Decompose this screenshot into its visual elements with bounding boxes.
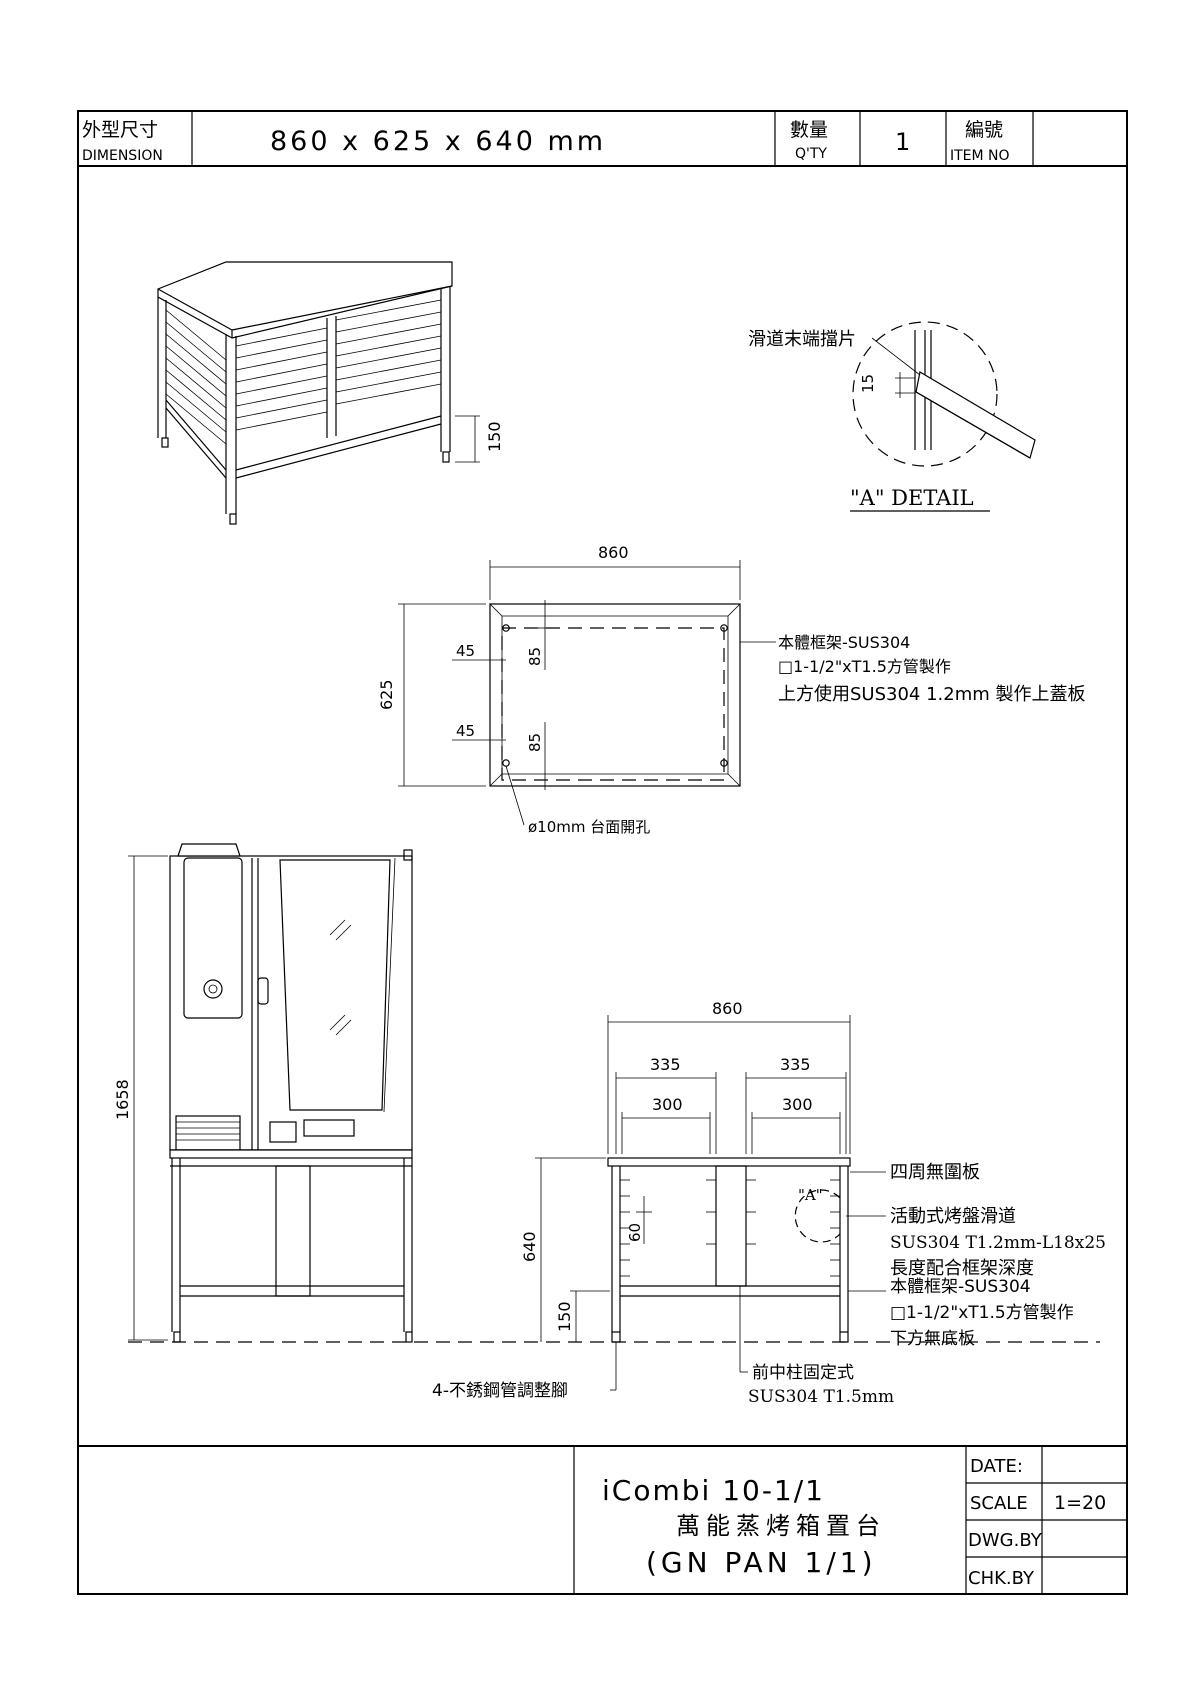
front-view: 860 335 335 300 300 640 150 60 "A" bbox=[432, 999, 1106, 1407]
top-frame-note-2: □1-1/2"xT1.5方管製作 bbox=[778, 657, 951, 676]
front-inner-right: 300 bbox=[782, 1095, 813, 1114]
stopper-label: 滑道末端擋片 bbox=[748, 329, 856, 350]
top-frame-note-1: 本體框架-SUS304 bbox=[778, 633, 910, 652]
side-slides bbox=[165, 299, 442, 445]
date-label: DATE: bbox=[970, 1456, 1023, 1477]
detail-dim-15: 15 bbox=[859, 374, 877, 393]
isometric-view: 150 bbox=[157, 261, 504, 525]
note-frame-2: □1-1/2"xT1.5方管製作 bbox=[890, 1303, 1074, 1323]
footer-model: iCombi 10-1/1 bbox=[602, 1474, 825, 1507]
footer-pan: (GN PAN 1/1) bbox=[646, 1546, 877, 1579]
front-width: 860 bbox=[712, 999, 743, 1018]
note-post-1: 前中柱固定式 bbox=[752, 1363, 854, 1383]
iso-dim-150: 150 bbox=[485, 421, 504, 452]
note-slide-1: 活動式烤盤滑道 bbox=[890, 1206, 1016, 1227]
side-view: 1658 bbox=[113, 843, 413, 1343]
dimension-label-cn: 外型尺寸 bbox=[82, 119, 158, 141]
top-offset-y-2: 85 bbox=[526, 733, 544, 752]
note-slide-3: 長度配合框架深度 bbox=[890, 1258, 1034, 1279]
detail-a: 15 滑道末端擋片 "A" DETAIL bbox=[748, 321, 1036, 512]
top-view: 860 625 45 85 45 85 ø10mm 台面開孔 本體框架-SUS3… bbox=[377, 543, 1086, 836]
chk-label: CHK.BY bbox=[968, 1568, 1035, 1589]
top-frame-note-3: 上方使用SUS304 1.2mm 製作上蓋板 bbox=[778, 684, 1086, 705]
note-frame-3: 下方無底板 bbox=[890, 1329, 975, 1349]
top-offset-y-1: 85 bbox=[526, 647, 544, 666]
qty-label-en: Q'TY bbox=[795, 146, 827, 162]
footer-name-cn: 萬能蒸烤箱置台 bbox=[676, 1512, 886, 1540]
note-slide-2: SUS304 T1.2mm-L18x25 bbox=[890, 1233, 1106, 1253]
front-leg-height: 150 bbox=[555, 1301, 574, 1332]
top-offset-x-2: 45 bbox=[456, 722, 475, 740]
note-frame-1: 本體框架-SUS304 bbox=[890, 1277, 1031, 1297]
front-bay-left: 335 bbox=[650, 1055, 681, 1074]
qty-value: 1 bbox=[895, 128, 910, 156]
front-slides bbox=[620, 1179, 840, 1277]
note-feet: 4-不銹鋼管調整腳 bbox=[432, 1381, 568, 1401]
note-no-apron: 四周無圍板 bbox=[890, 1162, 980, 1183]
side-height: 1658 bbox=[113, 1079, 132, 1120]
footer-block: iCombi 10-1/1 萬能蒸烤箱置台 (GN PAN 1/1) DATE:… bbox=[78, 1445, 1127, 1594]
dimension-value: 860 x 625 x 640 mm bbox=[270, 126, 606, 157]
top-width: 860 bbox=[598, 543, 629, 562]
top-offset-x-1: 45 bbox=[456, 642, 475, 660]
front-height: 640 bbox=[520, 1231, 539, 1262]
hole-note: ø10mm 台面開孔 bbox=[528, 818, 650, 836]
detail-title: "A" DETAIL bbox=[850, 486, 974, 510]
item-label-cn: 編號 bbox=[965, 119, 1003, 141]
qty-label-cn: 數量 bbox=[790, 119, 828, 141]
scale-value: 1=20 bbox=[1054, 1492, 1106, 1514]
front-slide-pitch: 60 bbox=[626, 1223, 644, 1242]
sheet-frame bbox=[77, 110, 1128, 1595]
front-detail-ref: "A" bbox=[798, 1186, 823, 1204]
dwg-label: DWG.BY bbox=[968, 1530, 1043, 1551]
dimension-label-en: DIMENSION bbox=[82, 148, 163, 164]
title-block: 外型尺寸 DIMENSION 860 x 625 x 640 mm 數量 Q'T… bbox=[82, 119, 1010, 164]
front-bay-right: 335 bbox=[780, 1055, 811, 1074]
top-depth: 625 bbox=[377, 679, 396, 710]
item-label-en: ITEM NO bbox=[950, 148, 1010, 164]
scale-label: SCALE bbox=[970, 1493, 1028, 1514]
front-inner-left: 300 bbox=[652, 1095, 683, 1114]
note-post-2: SUS304 T1.5mm bbox=[748, 1387, 894, 1407]
